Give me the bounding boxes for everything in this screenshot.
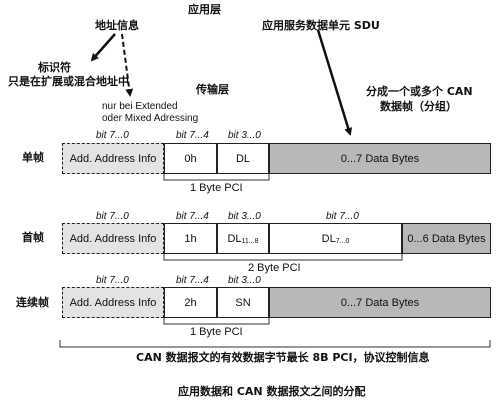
pci-bracket-first	[163, 254, 403, 261]
bit-label-row2-addr: bit 7...0	[96, 211, 129, 222]
consecutive-frame-nibble-box: 2h	[164, 287, 217, 318]
consecutive-frame-sn-box: SN	[217, 287, 269, 318]
bit-label-row3-field: bit 3...0	[228, 275, 261, 286]
bit-label-row1-addr: bit 7...0	[96, 130, 129, 141]
dashed-arrow-to-nur	[121, 33, 134, 97]
bit-label-row2-field: bit 3...0	[228, 211, 261, 222]
consecutive-frame-pci-label: 1 Byte PCI	[190, 326, 243, 338]
transport-layer-heading: 传输层	[196, 83, 229, 96]
nur-line-2: oder Mixed Adressing	[102, 113, 199, 124]
first-frame-pci-label: 2 Byte PCI	[248, 262, 301, 274]
single-frame-nibble-box: 0h	[164, 143, 217, 174]
first-frame-data-box: 0...6 Data Bytes	[402, 223, 491, 254]
bottom-brace	[59, 340, 491, 348]
bit-label-row3-nibble: bit 7...4	[176, 275, 209, 286]
frames-line-1: 分成一个或多个 CAN	[366, 85, 473, 98]
consecutive-frame-data-box: 0...7 Data Bytes	[269, 287, 491, 318]
single-frame-dl-box: DL	[217, 143, 269, 174]
identifier-label: 标识符	[38, 61, 71, 74]
app-layer-heading: 应用层	[188, 3, 221, 16]
bit-label-row2-nibble: bit 7...4	[176, 211, 209, 222]
frames-line-2: 数据帧（分组）	[380, 100, 457, 113]
bit-label-row2-dl-low: bit 7...0	[326, 211, 359, 222]
address-info-label: 地址信息	[95, 19, 139, 32]
bit-label-row1-field: bit 3...0	[228, 130, 261, 141]
figure-caption: 应用数据和 CAN 数据报文之间的分配	[178, 385, 366, 398]
consecutive-frame-address-box: Add. Address Info	[62, 287, 164, 318]
first-frame-label: 首帧	[22, 231, 44, 244]
pci-bracket-consecutive	[163, 318, 270, 325]
first-frame-nibble-box: 1h	[164, 223, 217, 254]
consecutive-frame-label: 连续帧	[16, 296, 49, 309]
footer-note: CAN 数据报文的有效数据字节最长 8B PCI，协议控制信息	[136, 351, 430, 364]
dl-high-text: DL	[227, 232, 242, 245]
pci-bracket-single	[163, 174, 270, 181]
arrow-to-data	[316, 29, 353, 136]
single-frame-pci-label: 1 Byte PCI	[190, 182, 243, 194]
single-frame-address-box: Add. Address Info	[62, 143, 164, 174]
sdu-label: 应用服务数据单元 SDU	[262, 19, 380, 32]
identifier-note: 只是在扩展或混合地址中	[8, 75, 129, 88]
nur-line-1: nur bei Extended	[102, 101, 178, 112]
first-frame-address-box: Add. Address Info	[62, 223, 164, 254]
single-frame-label: 单帧	[22, 151, 44, 164]
bit-label-row1-nibble: bit 7...4	[176, 130, 209, 141]
single-frame-data-box: 0...7 Data Bytes	[269, 143, 491, 174]
arrow-to-identifier	[90, 33, 116, 62]
bit-label-row3-addr: bit 7...0	[96, 275, 129, 286]
dl-low-text: DL	[321, 232, 336, 245]
dl-low-subscript: 7...0	[335, 238, 350, 245]
dl-high-subscript: 11...8	[241, 238, 259, 245]
